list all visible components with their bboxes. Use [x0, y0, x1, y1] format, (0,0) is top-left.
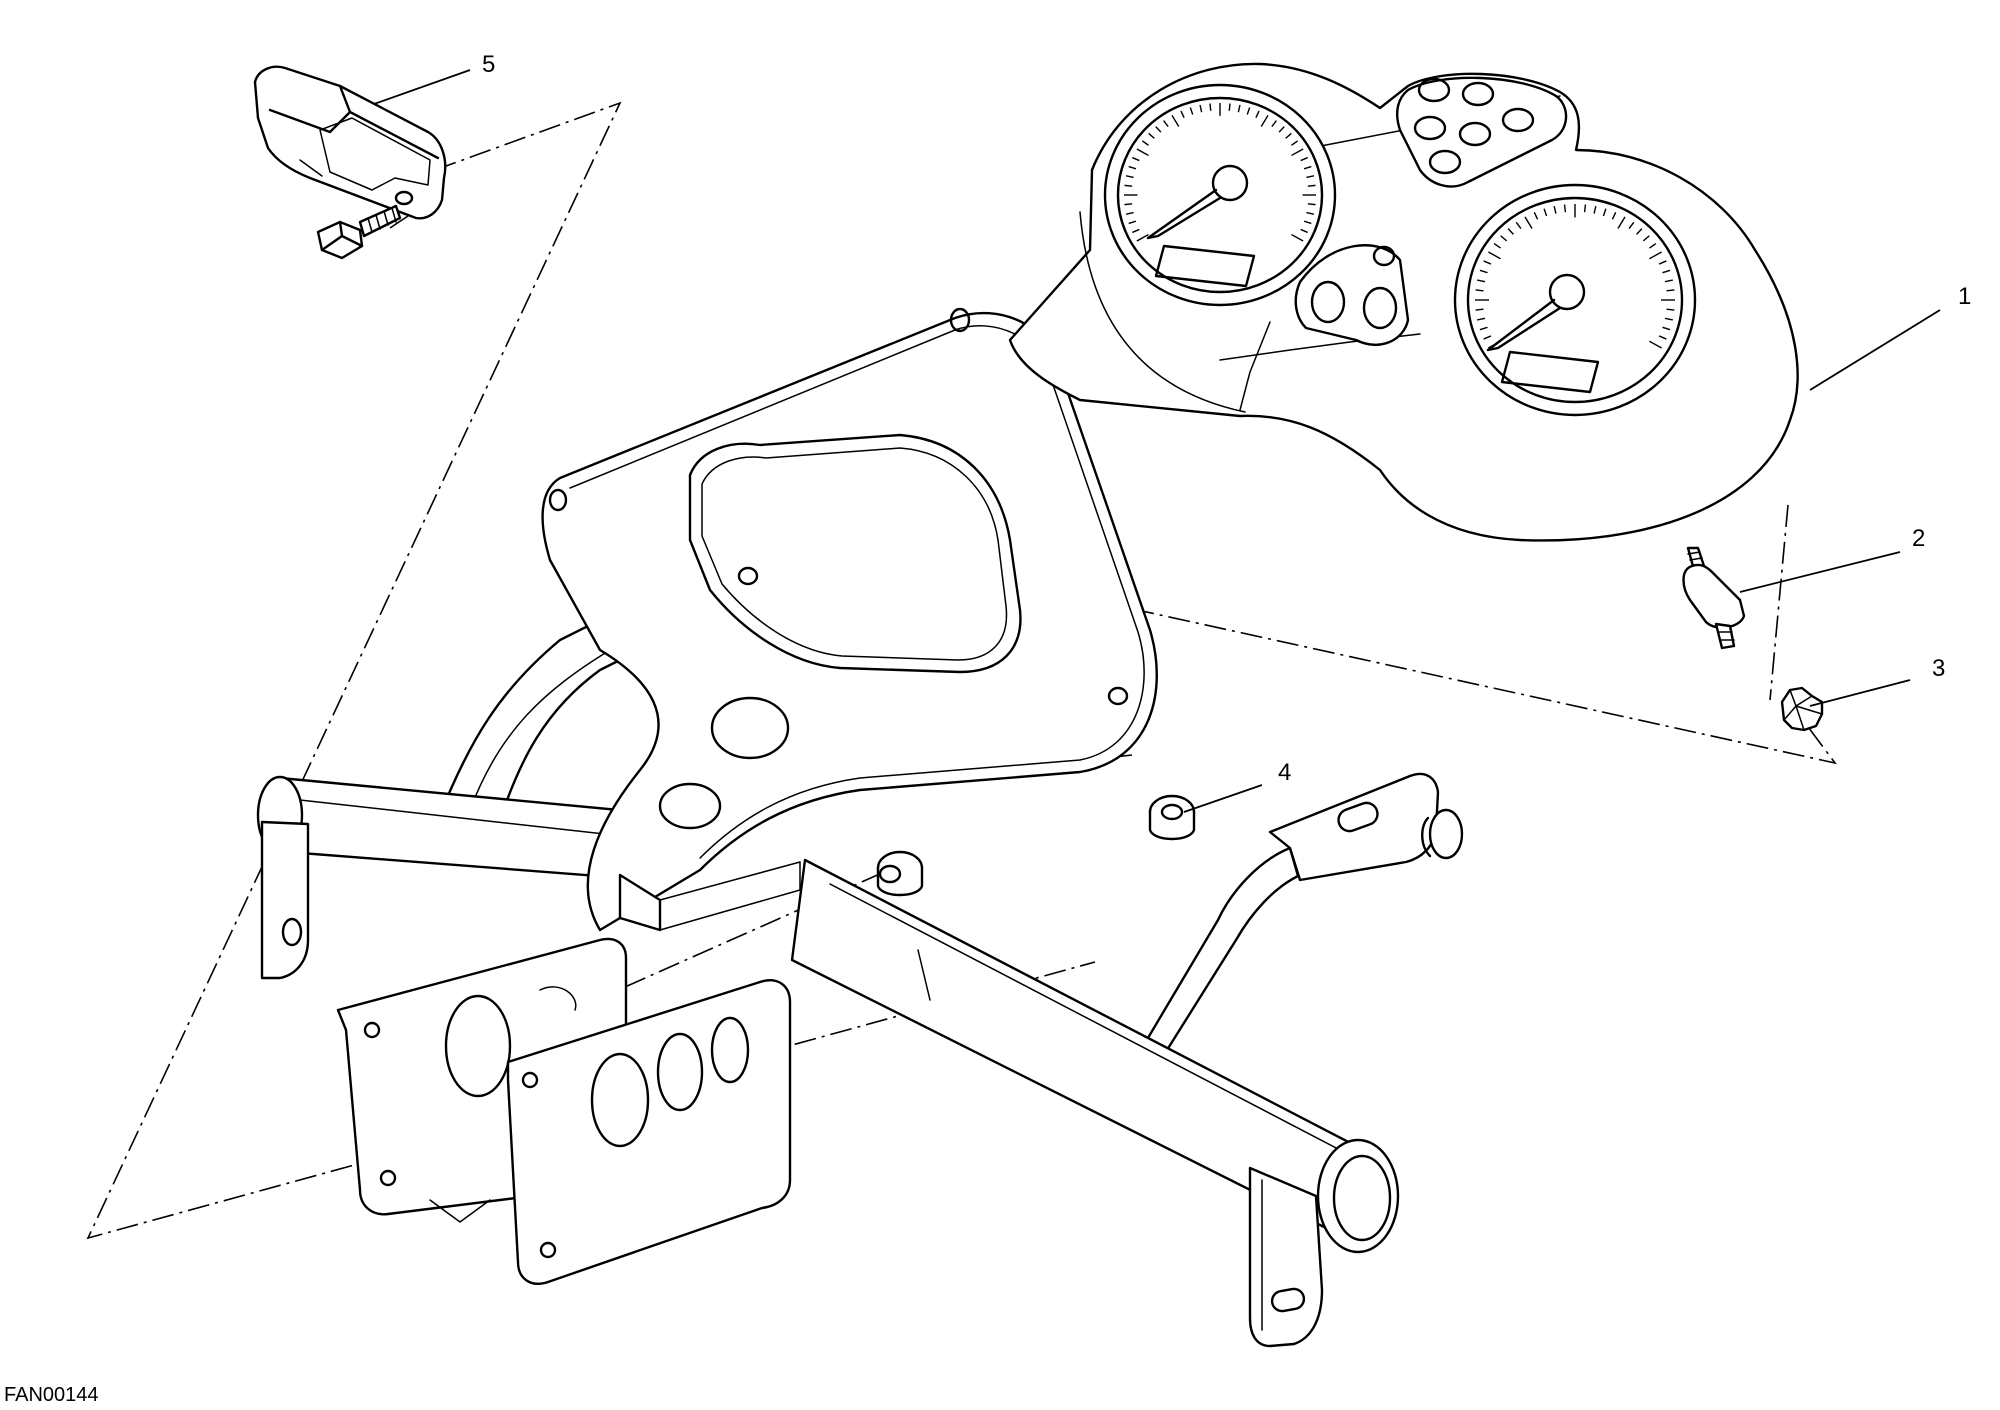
gauge-tick — [1583, 204, 1587, 213]
gauge-tick — [1636, 228, 1643, 235]
gauge-tick — [1155, 126, 1162, 133]
gauge-tick — [1260, 114, 1269, 127]
gauge-tick — [1475, 308, 1484, 311]
gauge-tick — [1477, 279, 1486, 283]
gauge-tick — [1666, 289, 1675, 292]
gauge-tick — [1543, 208, 1548, 217]
gauge-tick — [1136, 148, 1149, 157]
gauge-tick — [1533, 212, 1539, 220]
gauge-tick — [1477, 317, 1486, 321]
gauge-tick — [1479, 269, 1488, 274]
gauge-tick — [1136, 233, 1149, 242]
gauge-tick — [1483, 260, 1492, 265]
drawing-code: FAN00144 — [4, 1384, 99, 1406]
gauge-tick — [1291, 233, 1304, 242]
gauge-tick — [1307, 203, 1316, 206]
gauge-tick — [1662, 326, 1671, 331]
gauge-tick — [1483, 335, 1492, 340]
gauge-tick — [1488, 251, 1501, 260]
gauge-tick — [1199, 104, 1203, 113]
gauge-tick — [1300, 228, 1308, 234]
part-5-bracket-cover — [253, 65, 447, 220]
gauge-tick — [1148, 132, 1155, 139]
gauge-tick — [1228, 103, 1231, 111]
gauge-tick — [1124, 184, 1133, 187]
gauge-tick — [1658, 260, 1667, 265]
gauge-tick — [1649, 242, 1657, 249]
gauge-tick — [1524, 216, 1533, 229]
gauge-tick — [1306, 211, 1315, 215]
callout-leaders — [373, 69, 1941, 813]
callout-4: 4 — [1278, 759, 1291, 786]
right-gauge-ticks — [1475, 204, 1675, 349]
part-2-stud — [1682, 546, 1746, 650]
gauge-tick — [1307, 184, 1316, 187]
gauge-tick — [1285, 132, 1292, 139]
gauge-tick — [1649, 340, 1662, 349]
gauge-tick — [1602, 208, 1607, 217]
gauge-tick — [1189, 107, 1194, 115]
gauge-tick — [1649, 251, 1662, 260]
gauge-tick — [1128, 165, 1137, 170]
gauge-tick — [1180, 110, 1185, 118]
gauge-tick — [1303, 165, 1312, 170]
gauge-tick — [1500, 235, 1508, 242]
gauge-tick — [1515, 221, 1522, 229]
gauge-tick — [1642, 235, 1650, 242]
part-4-grommet — [876, 794, 1196, 897]
gauge-tick — [1171, 114, 1180, 127]
callout-3: 3 — [1932, 655, 1945, 682]
part-3-nut — [1780, 686, 1824, 732]
gauge-tick — [1209, 103, 1212, 111]
gauge-tick — [1237, 104, 1241, 113]
gauge-tick — [1132, 156, 1140, 162]
gauge-tick — [1664, 317, 1673, 321]
gauge-tick — [1617, 216, 1626, 229]
gauge-tick — [1306, 175, 1315, 179]
gauge-tick — [1291, 140, 1299, 146]
callout-1: 1 — [1958, 283, 1971, 310]
gauge-tick — [1507, 228, 1514, 235]
mounting-frame — [256, 307, 1464, 1348]
callout-2: 2 — [1912, 525, 1925, 552]
part-5-screw — [316, 204, 402, 260]
part-1-instrument-cluster — [1008, 62, 1799, 542]
gauge-tick — [1563, 204, 1567, 213]
gauge-tick — [1132, 228, 1140, 234]
gauge-tick — [1479, 326, 1488, 331]
gauge-tick — [1475, 289, 1484, 292]
gauge-tick — [1666, 308, 1675, 311]
gauge-tick — [1128, 220, 1137, 225]
gauge-tick — [1662, 269, 1671, 274]
gauge-tick — [1664, 279, 1673, 283]
callout-5: 5 — [482, 51, 495, 78]
gauge-tick — [1278, 126, 1285, 133]
gauge-tick — [1493, 242, 1501, 249]
gauge-tick — [1125, 211, 1134, 215]
left-gauge-ticks — [1124, 103, 1316, 242]
gauge-tick — [1611, 212, 1617, 220]
gauge-tick — [1658, 335, 1667, 340]
gauge-tick — [1593, 205, 1597, 214]
gauge-tick — [1163, 120, 1169, 127]
gauge-tick — [1303, 220, 1312, 225]
gauge-tick — [1300, 156, 1308, 162]
gauge-tick — [1553, 205, 1557, 214]
gauge-tick — [1255, 110, 1260, 118]
gauge-tick — [1291, 148, 1304, 157]
gauge-tick — [1628, 221, 1635, 229]
gauge-tick — [1271, 120, 1277, 127]
gauge-tick — [1125, 175, 1134, 179]
gauge-tick — [1246, 107, 1251, 115]
gauge-tick — [1124, 203, 1133, 206]
gauge-tick — [1141, 140, 1149, 146]
